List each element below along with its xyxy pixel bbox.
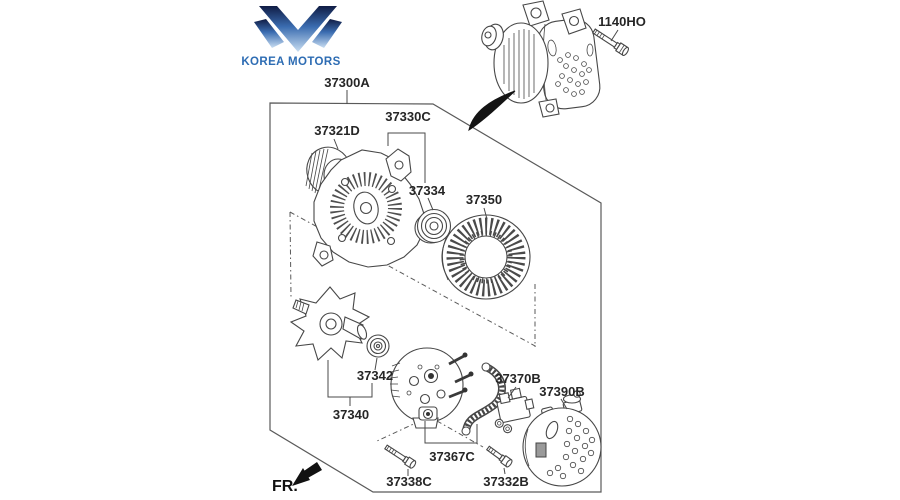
rear-bracket-studs — [448, 354, 471, 399]
logo-mark-center-v — [259, 6, 337, 52]
rear-cover-holes — [546, 415, 596, 480]
part-label-front-bracket: 37330C — [385, 109, 431, 124]
front-bracket-drawing — [312, 148, 425, 268]
rotor-bearing-drawing — [366, 334, 390, 358]
part-label-through-bolt: 37338C — [386, 474, 432, 489]
callout-leader-lines — [327, 29, 619, 476]
logo-mark-right-stroke — [312, 19, 342, 48]
front-bearing-drawing — [414, 208, 452, 244]
mount-bolt-drawing — [591, 28, 630, 56]
leader-swoosh — [468, 90, 516, 132]
alternator-rear-holes — [555, 52, 592, 97]
part-label-pulley: 37321D — [314, 123, 360, 138]
assembly-boundary-box — [269, 102, 602, 493]
part-label-mount-bolt: 1140HO — [598, 14, 646, 29]
part-label-cover-bolt: 37332B — [483, 474, 529, 489]
part-label-stator: 37350 — [466, 192, 502, 207]
rear-bracket-drawing — [389, 347, 506, 436]
part-label-rear-bracket: 37367C — [429, 449, 475, 464]
rotor-drawing — [289, 286, 371, 361]
part-label-rotor-bearing: 37342 — [357, 368, 393, 383]
part-label-assembly: 37300A — [324, 75, 370, 90]
front-direction-label: FR. — [272, 478, 298, 495]
rear-cover-drawing — [522, 390, 602, 487]
brand-name: KOREA MOTORS — [241, 56, 340, 68]
rear-bracket-lead-wire — [461, 362, 506, 436]
cover-bolt-drawing — [485, 445, 513, 468]
front-direction-indicator: FR. — [272, 462, 322, 495]
part-label-rear-cover: 37390B — [539, 384, 585, 399]
stator-drawing — [441, 214, 531, 300]
assembled-alternator-drawing — [468, 0, 601, 132]
alternator-fins — [503, 29, 535, 99]
korea-motors-logo: KOREA MOTORS — [241, 6, 342, 68]
through-bolt-drawing — [384, 444, 417, 469]
part-label-front-bearing: 37334 — [409, 183, 446, 198]
logo-mark-left-stroke — [254, 19, 284, 48]
front-direction-arrow-tail — [301, 462, 322, 479]
part-label-rotor: 37340 — [333, 407, 369, 422]
brush-regulator-drawing — [494, 387, 535, 434]
part-label-brush-regulator: 37370B — [495, 371, 541, 386]
